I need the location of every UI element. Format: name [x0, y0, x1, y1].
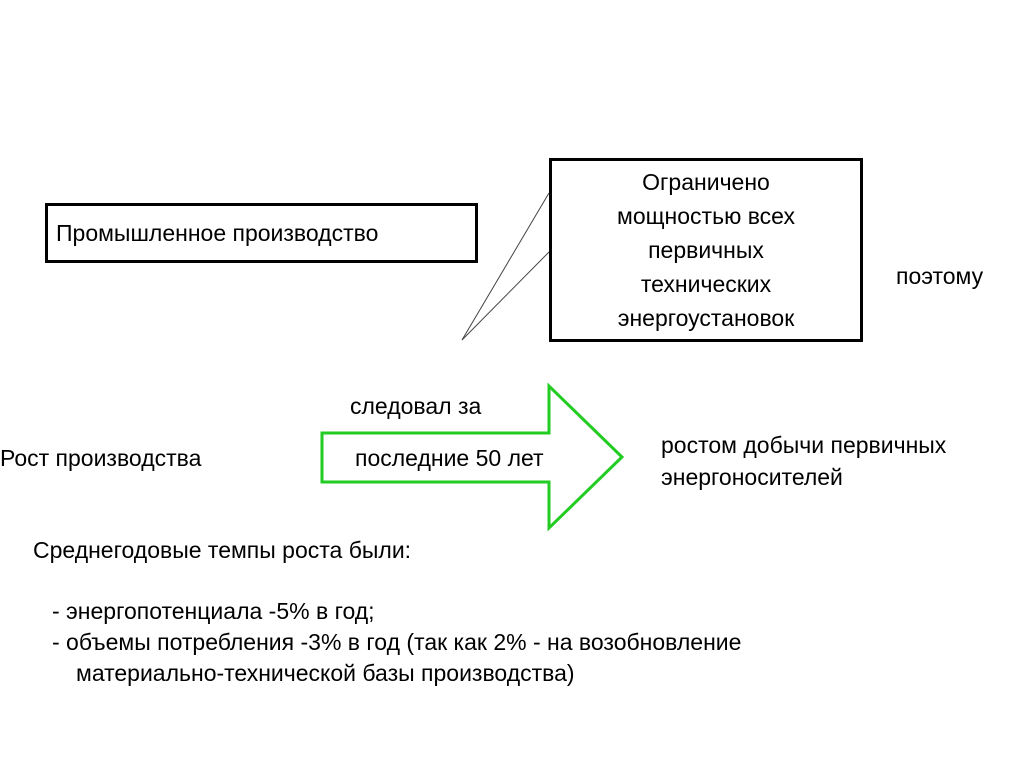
bullet-1: - энергопотенциала -5% в год; [52, 598, 375, 624]
arrow-top-label: следовал за [350, 393, 482, 419]
industry-box: Промышленное производство [45, 203, 478, 263]
bullet-2: - объемы потребления -3% в год (так как … [52, 629, 742, 655]
callout-line-upper [461, 192, 550, 341]
result-line: ростом добычи первичных [661, 432, 947, 458]
growth-label: Рост производства [0, 445, 202, 471]
result-label: ростом добычи первичных энергоносителей [661, 429, 946, 493]
arrow-inside-label: последние 50 лет [355, 445, 544, 471]
result-line: энергоносителей [661, 464, 843, 490]
callout-line-lower [461, 251, 550, 341]
limit-line: технических [640, 271, 772, 297]
limit-line: Ограничено [642, 169, 770, 195]
avg-title: Среднегодовые темпы роста были: [33, 537, 412, 563]
limit-line: первичных [648, 237, 764, 263]
therefore-label: поэтому [896, 263, 984, 289]
limit-box: Ограничено мощностью всех первичных техн… [549, 158, 863, 342]
bullet-2-cont: материально-технической базы производств… [76, 660, 575, 686]
limit-line: мощностью всех [617, 203, 795, 229]
industry-label: Промышленное производство [56, 219, 379, 246]
green-arrow [320, 382, 625, 532]
limit-line: энергоустановок [617, 305, 795, 331]
